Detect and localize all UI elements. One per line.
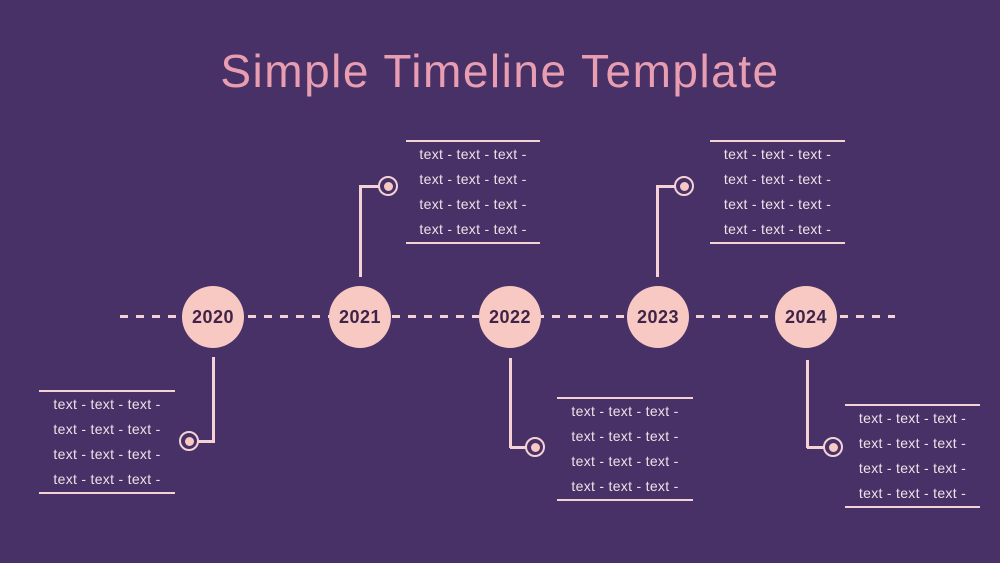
text-line: text - text - text - [419,221,527,237]
text-line: text - text - text - [858,460,967,476]
connector-ring-icon-2023 [674,176,694,196]
connector-dot-icon [383,181,393,191]
connector-elbow-2020 [198,440,215,443]
connector-ring-icon-2024 [823,437,843,457]
connector-elbow-2023 [657,185,675,188]
connector-ring-icon-2022 [525,437,545,457]
text-line: text - text - text - [723,146,832,162]
text-line: text - text - text - [858,485,967,501]
text-line: text - text - text - [53,421,161,437]
year-circle-2020: 2020 [182,286,244,348]
connector-elbow-2024 [807,446,824,449]
connector-ring-icon-2021 [378,176,398,196]
text-line: text - text - text - [419,196,527,212]
rule-bottom [710,242,845,244]
connector-dot-icon [679,181,689,191]
year-label-2022: 2022 [488,306,532,327]
rule-bottom [557,499,693,501]
slide-title: Simple Timeline Template [220,45,780,97]
connector-elbow-2021 [360,185,379,188]
text-line: text - text - text - [419,146,527,162]
text-line: text - text - text - [53,396,161,412]
text-line: text - text - text - [419,171,527,187]
text-block-2023: text - text - text - text - text - text … [710,140,845,244]
text-block-2020: text - text - text - text - text - text … [39,390,175,494]
year-circle-2024: 2024 [775,286,837,348]
year-label-2024: 2024 [784,306,828,327]
connector-dot-icon [184,436,194,446]
text-line: text - text - text - [571,428,679,444]
rule-top [406,140,540,142]
connector-line-2023 [656,185,659,277]
year-circle-2023: 2023 [627,286,689,348]
rule-top [557,397,693,399]
connector-line-2024 [806,360,809,448]
connector-ring-icon-2020 [179,431,199,451]
text-line: text - text - text - [571,453,679,469]
rule-bottom [39,492,175,494]
connector-dot-icon [530,442,540,452]
text-line: text - text - text - [571,478,679,494]
text-line: text - text - text - [723,171,832,187]
year-circle-2021: 2021 [329,286,391,348]
text-block-2024: text - text - text - text - text - text … [845,404,980,508]
year-label-2023: 2023 [636,306,680,327]
rule-bottom [406,242,540,244]
year-circle-2022: 2022 [479,286,541,348]
rule-top [710,140,845,142]
rule-top [39,390,175,392]
connector-elbow-2022 [510,446,526,449]
text-line: text - text - text - [858,410,967,426]
text-line: text - text - text - [723,221,832,237]
text-block-2021: text - text - text - text - text - text … [406,140,540,244]
year-label-2021: 2021 [338,306,382,327]
connector-line-2022 [509,358,512,448]
text-block-2022: text - text - text - text - text - text … [557,397,693,501]
text-line: text - text - text - [53,446,161,462]
connector-dot-icon [828,442,838,452]
connector-line-2021 [359,185,362,277]
rule-top [845,404,980,406]
year-label-2020: 2020 [191,306,235,327]
rule-bottom [845,506,980,508]
text-line: text - text - text - [723,196,832,212]
text-line: text - text - text - [53,471,161,487]
connector-line-2020 [212,357,215,442]
text-line: text - text - text - [571,403,679,419]
text-line: text - text - text - [858,435,967,451]
